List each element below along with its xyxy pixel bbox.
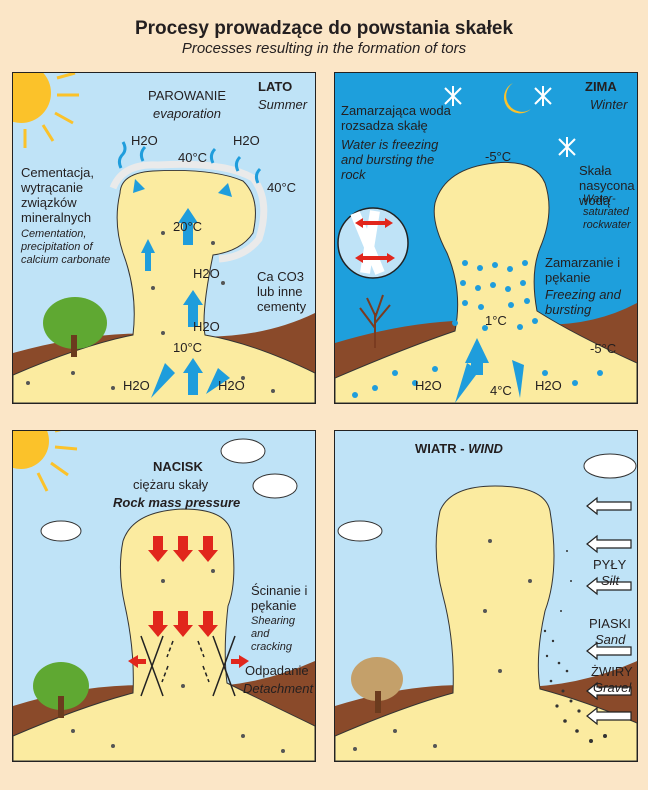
wind-silt-en: Silt (601, 573, 619, 588)
panel-summer: LATO Summer PAROWANIE evaporation H2O H2… (12, 72, 316, 404)
sun-icon (13, 73, 79, 148)
winter-h2o: H2O (535, 378, 562, 393)
pressure-title-en: Rock mass pressure (113, 495, 240, 510)
pressure-title2-pl: ciężaru skały (133, 477, 208, 492)
snowflake-icon (445, 86, 575, 157)
wind-silt-pl: PYŁY (593, 557, 626, 572)
summer-cement-pl: Cementacja, wytrącanie związków mineraln… (21, 165, 126, 225)
pressure-title-pl: NACISK (153, 459, 203, 474)
moon-icon (504, 83, 531, 113)
panel-winter: ZIMA Winter Zamarzająca woda rozsadza sk… (334, 72, 638, 404)
wind-illustration (335, 431, 637, 761)
summer-temp-side: 40°C (267, 180, 296, 195)
wind-sand-en: Sand (595, 632, 625, 647)
page-title: Procesy prowadzące do powstania skałek (0, 18, 648, 40)
summer-cement-en: Cementation, precipitation of calcium ca… (21, 228, 126, 267)
sun-icon (13, 431, 77, 491)
winter-freeze-en: Water is freezing and bursting the rock (341, 137, 461, 182)
summer-evap-pl: PAROWANIE (148, 88, 226, 103)
summer-h2o: H2O (193, 266, 220, 281)
winter-temp-mid: 1°C (485, 313, 507, 328)
winter-burst-en: Freezing and bursting (545, 287, 635, 317)
pressure-shear-pl: Ścinanie i pękanie (251, 583, 313, 613)
wind-title-en: WIND (468, 441, 503, 456)
summer-temp-bottom: 10°C (173, 340, 202, 355)
summer-caco3: Ca CO3 lub inne cementy (257, 269, 315, 314)
winter-season-en: Winter (590, 97, 627, 112)
summer-h2o: H2O (193, 319, 220, 334)
winter-saturated-en: Water-saturated rockwater (583, 193, 637, 232)
wind-sand-pl: PIASKI (589, 616, 631, 631)
summer-season-pl: LATO (258, 79, 292, 94)
wind-gravel-pl: ŻWIRY (591, 664, 633, 679)
summer-h2o: H2O (123, 378, 150, 393)
summer-h2o: H2O (131, 133, 158, 148)
summer-h2o: H2O (233, 133, 260, 148)
summer-temp-top: 40°C (178, 150, 207, 165)
summer-h2o: H2O (218, 378, 245, 393)
summer-season-en: Summer (258, 97, 307, 112)
wind-title: WIATR - WIND (415, 441, 503, 456)
winter-freeze-pl: Zamarzająca woda rozsadza skałę (341, 103, 461, 133)
winter-temp-bottom: 4°C (490, 383, 512, 398)
pressure-detach-pl: Odpadanie (245, 663, 309, 678)
pressure-detach-en: Detachment (243, 681, 313, 696)
wind-title-pl: WIATR (415, 441, 457, 456)
panel-wind: WIATR - WIND PYŁY Silt PIASKI Sand ŻWIRY… (334, 430, 638, 762)
zoom-circle (338, 208, 408, 278)
winter-temp-side: -5°C (590, 341, 616, 356)
winter-burst-pl: Zamarzanie i pękanie (545, 255, 635, 285)
winter-temp-top: -5°C (485, 149, 511, 164)
pressure-shear-en: Shearing and cracking (251, 615, 313, 654)
panel-pressure: NACISK ciężaru skały Rock mass pressure … (12, 430, 316, 762)
wind-gravel-en: Gravel (593, 680, 631, 695)
page-subtitle: Processes resulting in the formation of … (0, 40, 648, 57)
summer-temp-mid: 20°C (173, 219, 202, 234)
summer-evap-en: evaporation (153, 106, 221, 121)
winter-h2o: H2O (415, 378, 442, 393)
winter-season-pl: ZIMA (585, 79, 617, 94)
